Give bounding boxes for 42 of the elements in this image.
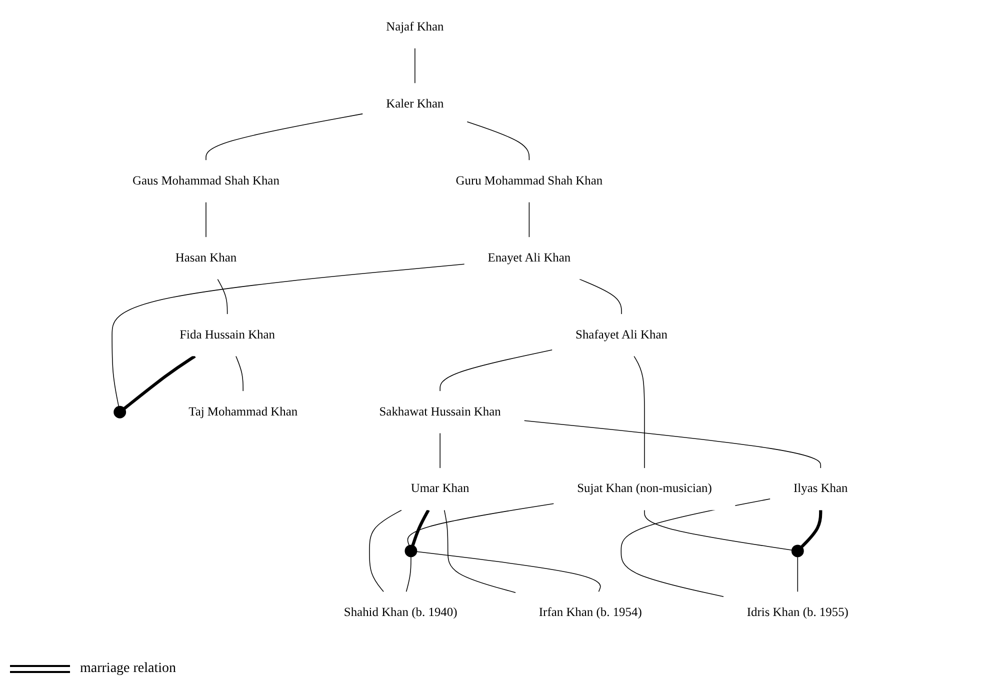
connector	[123, 354, 196, 410]
connector	[411, 509, 430, 546]
node-text: Sujat Khan (non-musician)	[577, 482, 712, 496]
connector	[797, 556, 798, 592]
node-circle	[114, 406, 126, 418]
connector	[414, 48, 416, 84]
connector	[644, 510, 792, 550]
node-text: Sakhawat Hussain Khan	[379, 405, 501, 418]
connector	[634, 356, 645, 469]
node-circle	[404, 544, 418, 558]
connector	[112, 264, 465, 407]
node-text: Idris Khan (b. 1955)	[746, 606, 848, 619]
connector	[524, 420, 822, 469]
connector	[206, 113, 364, 161]
node-text: Najaf Khan	[386, 20, 444, 34]
node-text: Guru Mohammad Shah Khan	[456, 174, 603, 188]
node-text: Umar Khan	[410, 482, 470, 496]
connector	[528, 202, 530, 238]
node-text: Irfan Khan (b. 1954)	[538, 606, 642, 619]
node-circle	[791, 544, 804, 558]
legend-text: marriage relation	[80, 661, 176, 677]
connector	[440, 349, 553, 392]
connector	[800, 510, 822, 548]
connector	[620, 498, 771, 597]
connector	[444, 510, 516, 593]
connector	[407, 503, 554, 546]
node-text: Fida Hussain Khan	[180, 328, 276, 342]
connector	[369, 510, 402, 592]
connector	[466, 121, 530, 161]
node-text: Shahid Khan (b. 1940)	[344, 606, 458, 619]
connector	[406, 556, 412, 592]
connector	[236, 356, 244, 392]
connector	[217, 278, 228, 315]
node-text: Taj Mohammad Khan	[188, 405, 298, 418]
connector	[579, 278, 622, 315]
node-text: Gaus Mohammad Shah Khan	[132, 174, 280, 188]
connector	[416, 551, 601, 592]
node-text: Kaler Khan	[386, 97, 444, 110]
node-text: Shafayet Ali Khan	[576, 328, 668, 342]
node-text: Ilyas Khan	[794, 482, 848, 496]
node-text: Hasan Khan	[175, 251, 237, 264]
node-text: Enayet Ali Khan	[488, 251, 571, 264]
